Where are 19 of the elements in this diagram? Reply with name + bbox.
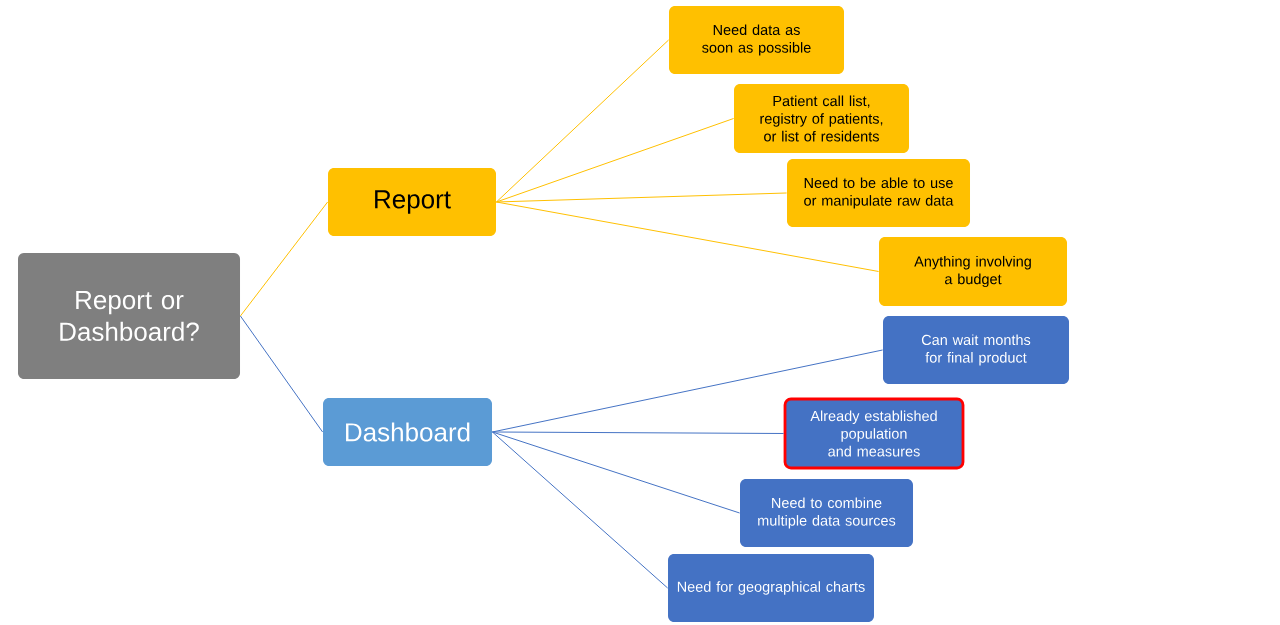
connector-line xyxy=(495,201,880,272)
category-box: Report xyxy=(328,168,496,236)
criterion-box: Patient call list, registry of patients, or list of residents xyxy=(734,84,909,153)
connector-line xyxy=(495,39,670,203)
criterion-box: Need to be able to use or manipulate raw data xyxy=(787,159,970,227)
connector-line xyxy=(491,431,669,589)
criterion-box: Need data as soon as possible xyxy=(669,6,844,74)
connector-line xyxy=(239,201,329,317)
connector-line xyxy=(491,431,785,434)
criterion-box: Can wait months for final product xyxy=(883,316,1069,384)
category-box: Dashboard xyxy=(323,398,492,466)
connector-line xyxy=(491,431,741,514)
topic-box: Report or Dashboard? xyxy=(18,253,240,379)
criterion-box: Need to combine multiple data sources xyxy=(740,479,913,547)
connector-line xyxy=(495,192,788,203)
criterion-box: Anything involving a budget xyxy=(879,237,1067,306)
connector-line xyxy=(239,315,324,433)
criterion-box: Need for geographical charts xyxy=(668,554,874,622)
highlighted-criterion-box: Already established population and measures xyxy=(783,397,965,470)
